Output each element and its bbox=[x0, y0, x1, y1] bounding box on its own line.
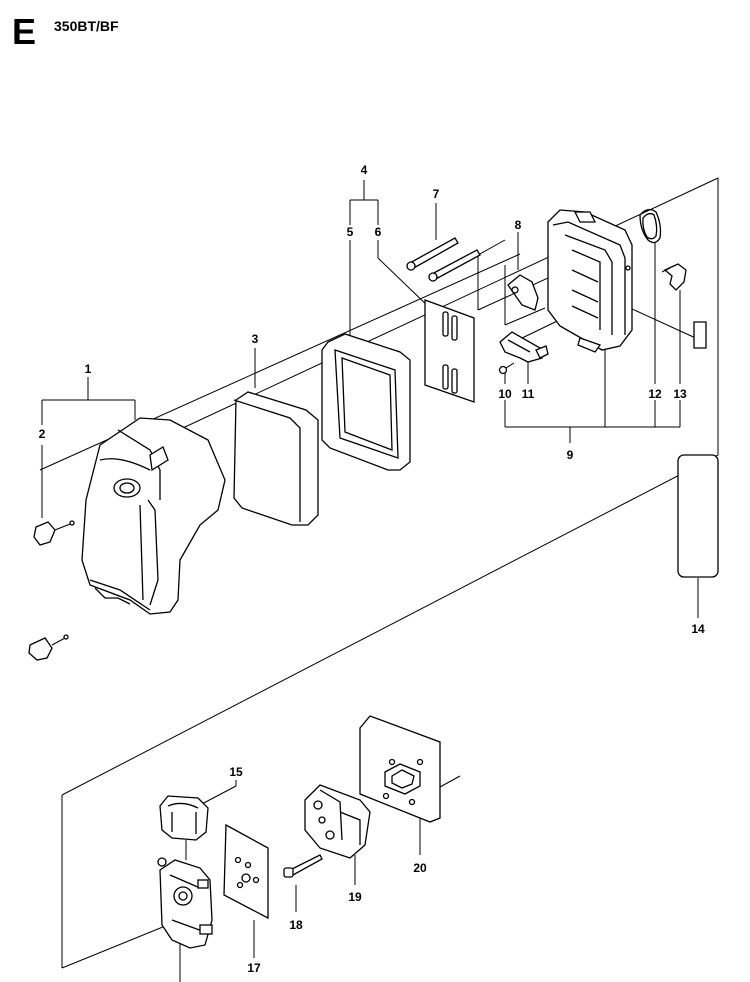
housing-screw bbox=[498, 362, 515, 375]
choke-lever bbox=[499, 331, 549, 363]
model-label: 350BT/BF bbox=[54, 18, 119, 34]
callout-18: 18 bbox=[289, 918, 303, 932]
callout-5: 5 bbox=[347, 225, 354, 239]
cover-knob bbox=[28, 520, 75, 661]
callout-12: 12 bbox=[648, 387, 662, 401]
filter-frame bbox=[321, 333, 411, 471]
cover-bolt bbox=[406, 237, 481, 282]
carb-bolt bbox=[283, 854, 323, 878]
callout-17: 17 bbox=[247, 961, 261, 975]
callout-7: 7 bbox=[433, 187, 440, 201]
carburetor-cap bbox=[159, 795, 209, 841]
intake-adapter bbox=[304, 784, 371, 859]
callout-10: 10 bbox=[498, 387, 512, 401]
callout-14: 14 bbox=[691, 622, 705, 636]
foam-prefilter bbox=[233, 391, 319, 526]
adapter-gasket bbox=[359, 715, 441, 823]
callout-11: 11 bbox=[522, 387, 535, 401]
choke-plate bbox=[507, 274, 539, 311]
callout-13: 13 bbox=[673, 387, 687, 401]
decal-label bbox=[677, 454, 719, 578]
clip bbox=[661, 263, 687, 291]
callout-2: 2 bbox=[39, 427, 46, 441]
section-letter: E bbox=[12, 11, 37, 52]
callout-9: 9 bbox=[567, 448, 574, 462]
air-filter-cover bbox=[81, 417, 226, 615]
callout-1: 1 bbox=[85, 362, 92, 376]
callout-6: 6 bbox=[375, 225, 382, 239]
callout-19: 19 bbox=[348, 890, 362, 904]
callout-20: 20 bbox=[413, 861, 427, 875]
callout-3: 3 bbox=[252, 332, 259, 346]
filter-screen bbox=[424, 299, 475, 403]
leader-lines bbox=[41, 180, 701, 982]
callout-15: 15 bbox=[229, 765, 243, 779]
air-filter-housing bbox=[547, 209, 633, 353]
carburetor bbox=[157, 857, 213, 949]
callout-labels: 1 2 3 4 5 6 7 8 9 10 11 12 13 14 15 17 1… bbox=[39, 163, 705, 975]
callout-4: 4 bbox=[361, 163, 368, 177]
carb-gasket bbox=[223, 823, 269, 920]
small-tag bbox=[693, 321, 707, 349]
o-ring bbox=[639, 208, 662, 244]
callout-8: 8 bbox=[515, 218, 522, 232]
